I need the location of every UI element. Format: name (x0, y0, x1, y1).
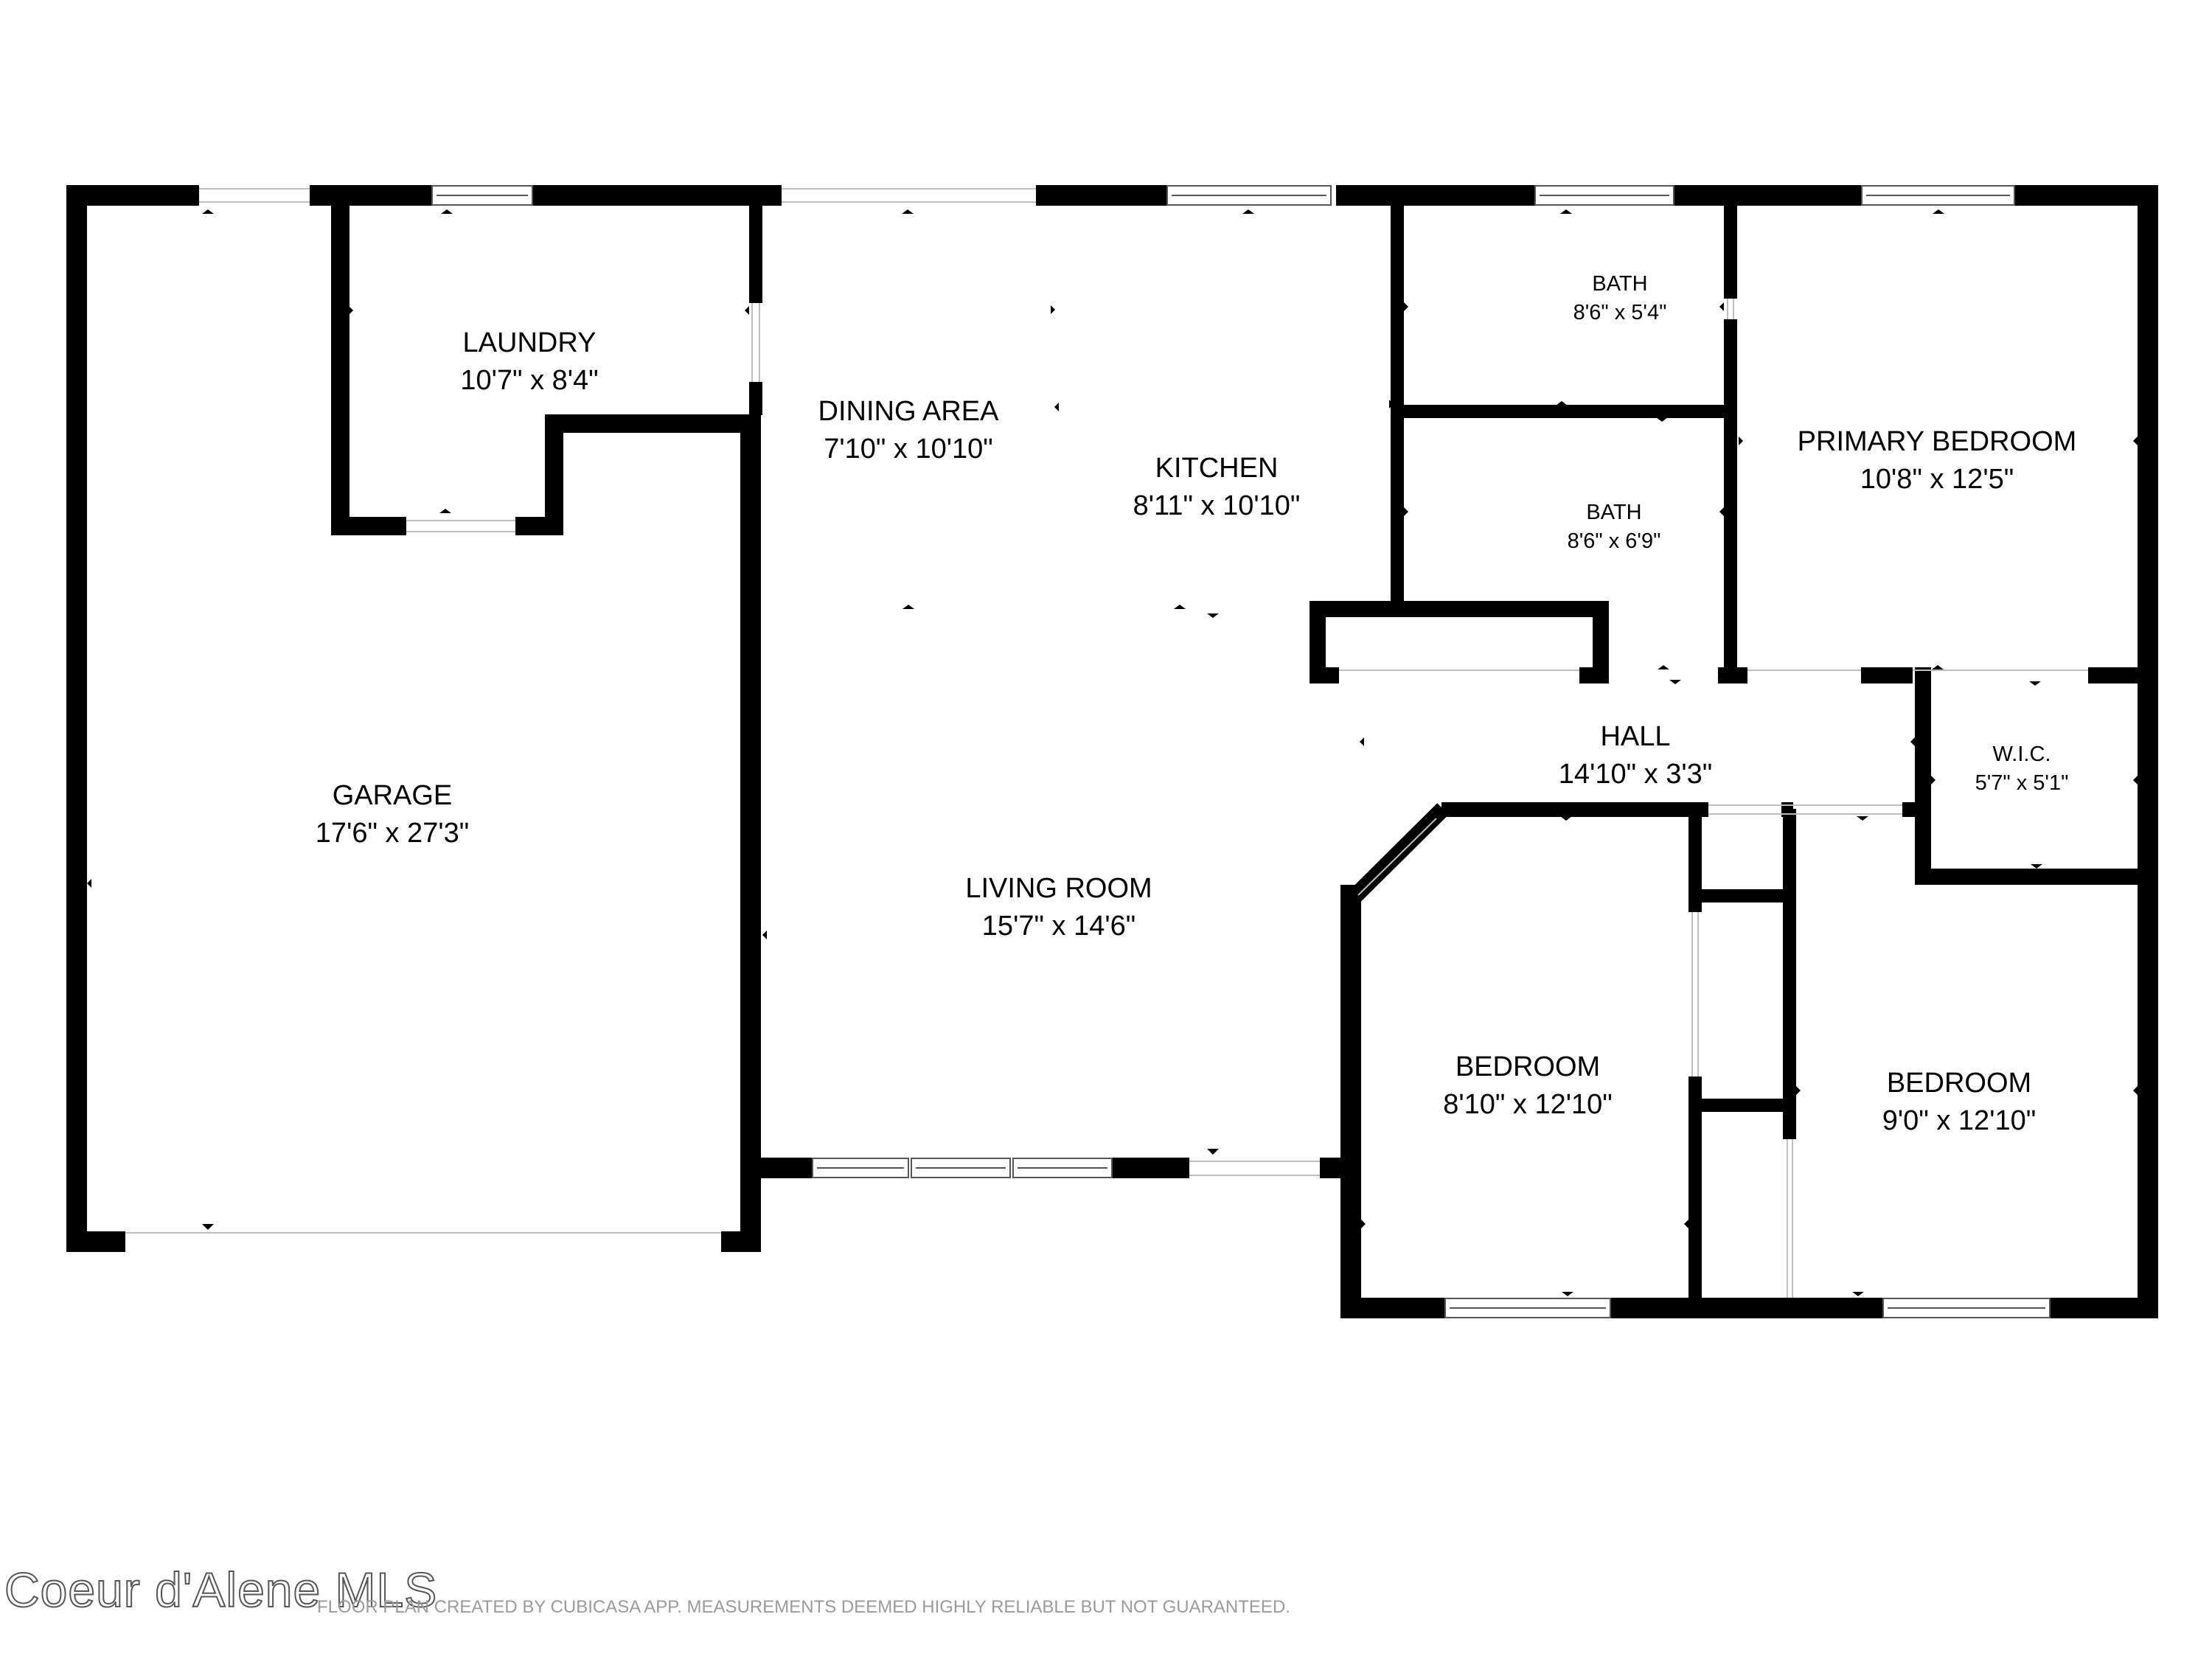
room-label-living-room: LIVING ROOM 15'7" x 14'6" (965, 870, 1152, 946)
room-label-bath: BATH 8'6" x 5'4" (1573, 270, 1667, 327)
room-dimensions: 15'7" x 14'6" (981, 911, 1136, 942)
room-label-dining-area: DINING AREA 7'10" x 10'10" (818, 393, 999, 469)
room-dimensions: 14'10" x 3'3" (1558, 759, 1713, 790)
room-name: PRIMARY BEDROOM (1797, 426, 2077, 457)
room-label-walk-in-closet: W.I.C. 5'7" x 5'1" (1975, 740, 2069, 798)
windows (431, 185, 2051, 1318)
room-dimensions: 9'0" x 12'10" (1882, 1105, 2037, 1137)
room-label-bath: BATH 8'6" x 6'9" (1568, 498, 1661, 556)
room-label-laundry: LAUNDRY 10'7" x 8'4" (460, 324, 598, 400)
room-label-bedroom: BEDROOM 8'10" x 12'10" (1443, 1048, 1613, 1124)
dimension-markers (87, 209, 2138, 1296)
room-label-bedroom: BEDROOM 9'0" x 12'10" (1882, 1065, 2036, 1141)
room-dimensions: 10'8" x 12'5" (1860, 464, 2014, 495)
angled-wall (1348, 803, 1449, 903)
room-name: HALL (1600, 721, 1671, 752)
room-label-garage: GARAGE 17'6" x 27'3" (316, 777, 469, 853)
room-name: BATH (1586, 501, 1642, 524)
room-dimensions: 8'6" x 5'4" (1573, 301, 1667, 325)
room-dimensions: 10'7" x 8'4" (460, 365, 599, 397)
room-name: DINING AREA (818, 396, 999, 427)
walls (66, 185, 2158, 1318)
room-label-hall: HALL 14'10" x 3'3" (1559, 718, 1712, 794)
room-label-kitchen: KITCHEN 8'11" x 10'10" (1133, 450, 1301, 526)
room-name: BATH (1592, 272, 1648, 296)
room-dimensions: 8'10" x 12'10" (1443, 1089, 1613, 1121)
room-name: BEDROOM (1455, 1051, 1601, 1082)
room-dimensions: 8'6" x 6'9" (1567, 529, 1661, 554)
room-dimensions: 8'11" x 10'10" (1133, 490, 1301, 522)
room-name: KITCHEN (1155, 453, 1279, 484)
mls-watermark: Coeur d'Alene MLS (4, 1562, 438, 1618)
room-name: BEDROOM (1886, 1068, 2032, 1099)
room-name: GARAGE (332, 780, 453, 811)
room-name: W.I.C. (1992, 742, 2051, 766)
room-dimensions: 7'10" x 10'10" (824, 434, 993, 465)
room-name: LIVING ROOM (965, 873, 1152, 904)
room-label-primary-bedroom: PRIMARY BEDROOM 10'8" x 12'5" (1798, 423, 2077, 499)
room-name: LAUNDRY (462, 327, 597, 358)
room-dimensions: 5'7" x 5'1" (1975, 771, 2069, 796)
room-dimensions: 17'6" x 27'3" (315, 818, 470, 849)
disclaimer-text: FLOOR PLAN CREATED BY CUBICASA APP. MEAS… (317, 1597, 1290, 1617)
